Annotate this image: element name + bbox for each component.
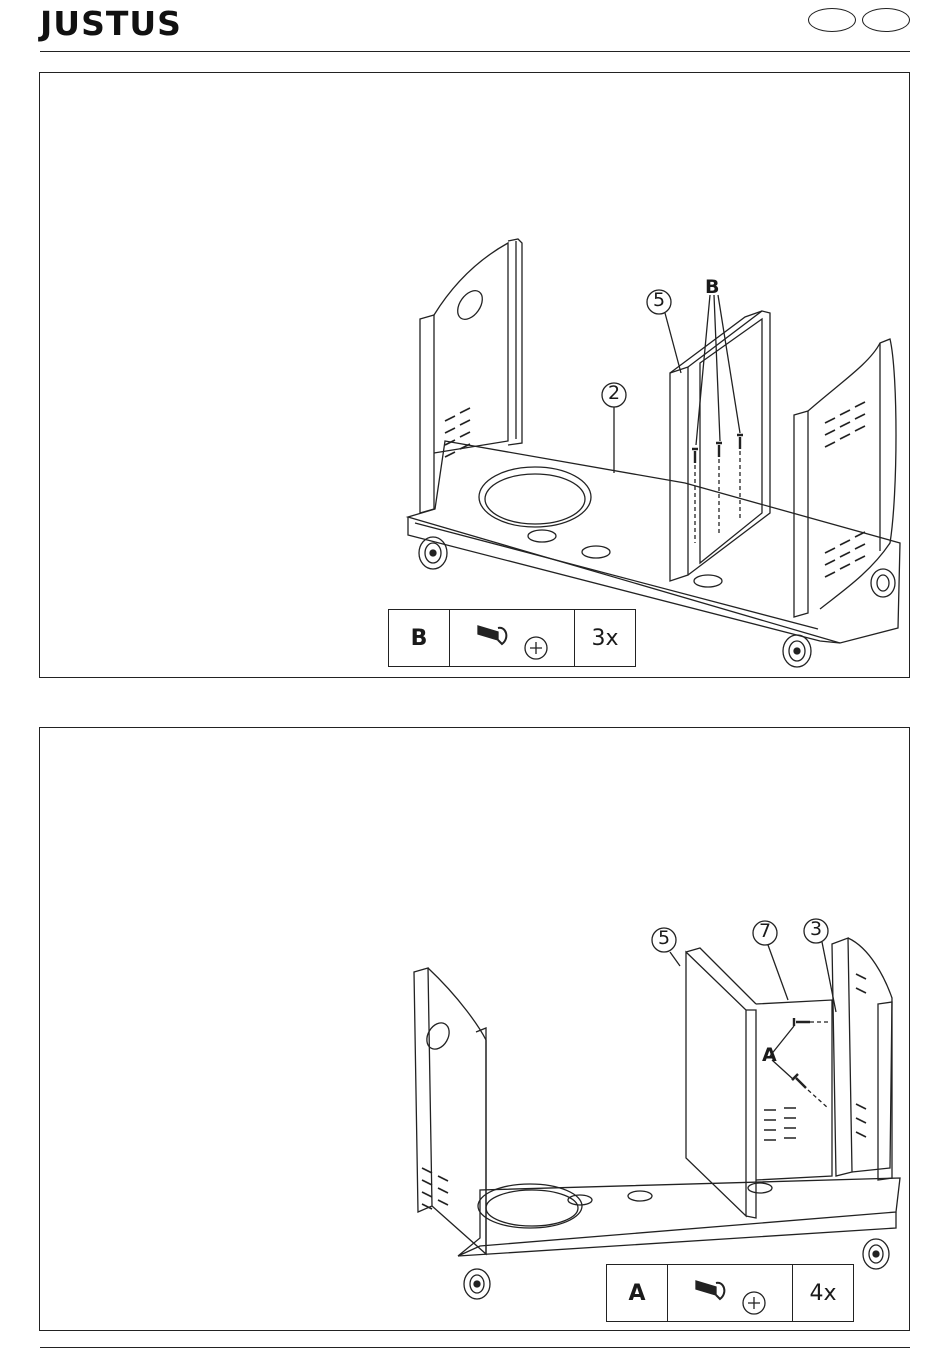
parts-table-step-1: B 3x [388,609,636,667]
brand-logo: JUSTUS [40,4,182,43]
bolt-icon [668,1265,793,1322]
language-badge-2 [862,8,910,32]
callout-3: 3 [810,918,822,940]
step-1-illustration [40,73,908,676]
screw-a-group [770,1018,830,1108]
assembly-step-2-panel: 5 7 3 A A 4x [39,727,910,1331]
step-2-illustration [40,728,908,1329]
callout-5: 5 [658,927,670,949]
callout-7: 7 [759,920,771,942]
footer-rule [40,1347,910,1348]
callout-b: B [705,276,719,298]
front-panel [686,952,746,1216]
base-hole [479,467,591,527]
part-label: B [389,610,450,667]
callout-2: 2 [608,382,620,404]
callout-a: A [762,1044,777,1066]
assembly-step-1-panel: 5 2 B B 3x [39,72,910,678]
part-quantity: 3x [575,610,636,667]
language-badge-1 [808,8,856,32]
middle-panel [670,367,688,581]
wheel-front-left [464,1269,490,1299]
left-side-panel [434,243,508,453]
callout-5: 5 [653,289,665,311]
wheel-front-right [783,635,811,667]
right-side-panel [832,938,852,1176]
header-rule [40,51,910,52]
language-badges [808,8,912,34]
left-side-panel [428,968,486,1254]
wheel-back-right [871,569,895,597]
wheel-front-right [863,1239,889,1269]
part-quantity: 4x [793,1265,854,1322]
part-label: A [607,1265,668,1322]
parts-table-step-2: A 4x [606,1264,854,1322]
bolt-icon [450,610,575,667]
